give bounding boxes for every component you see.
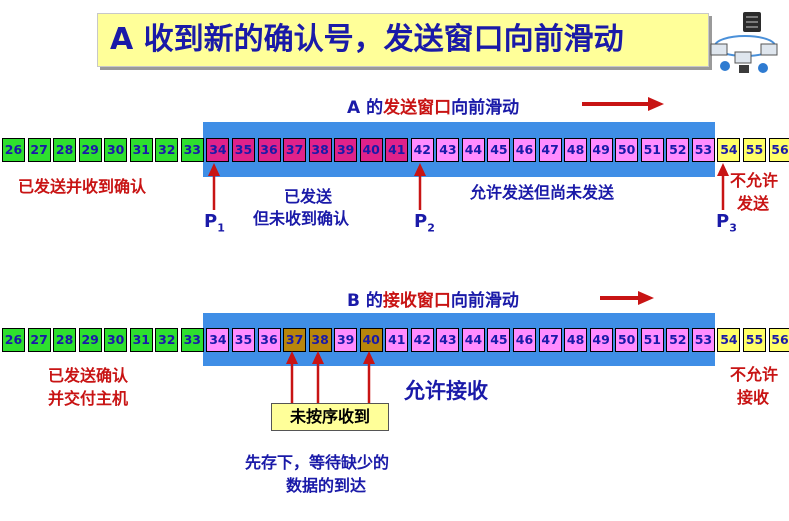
sender-heading-suffix: 向前滑动 xyxy=(451,98,520,118)
receiver-seq-28: 28 xyxy=(53,328,77,352)
sender-seq-53: 53 xyxy=(691,138,715,162)
pointer-p2-arrow xyxy=(414,163,426,210)
pointer-p1-label: P1 xyxy=(204,211,225,235)
receiver-seq-29: 29 xyxy=(78,328,102,352)
sender-seq-46: 46 xyxy=(513,138,536,162)
receiver-heading-highlight: 接收窗口 xyxy=(382,291,451,311)
pointer-p3-arrow xyxy=(717,163,729,210)
receiver-heading-prefix: B 的 xyxy=(347,291,383,311)
receiver-window-heading: B 的接收窗口向前滑动 xyxy=(347,286,519,311)
page-title: A 收到新的确认号，发送窗口向前滑动 xyxy=(97,13,709,67)
sender-seq-43: 43 xyxy=(436,138,460,162)
sender-seq-51: 51 xyxy=(640,138,664,162)
receiver-seq-41: 41 xyxy=(385,328,409,352)
receiver-seq-47: 47 xyxy=(538,328,562,352)
receiver-seq-52: 52 xyxy=(666,328,690,352)
sender-seq-34: 34 xyxy=(206,138,230,162)
sender-seq-37: 37 xyxy=(283,138,307,162)
receiver-seq-42: 42 xyxy=(410,328,434,352)
receiver-seq-53: 53 xyxy=(691,328,715,352)
out-of-order-arrow-38 xyxy=(312,351,324,403)
sender-seq-29: 29 xyxy=(78,138,102,162)
sender-seq-44: 44 xyxy=(461,138,485,162)
sender-allowed-label: 允许发送但尚未发送 xyxy=(470,183,615,202)
receiver-seq-46: 46 xyxy=(513,328,536,352)
sender-not-allowed-label-1: 不允许 xyxy=(730,171,779,190)
receiver-delivered-label-1: 已发送确认 xyxy=(48,366,129,385)
receiver-not-allowed-label-1: 不允许 xyxy=(730,365,779,384)
sender-seq-27: 27 xyxy=(27,138,51,162)
receiver-seq-45: 45 xyxy=(487,328,511,352)
receiver-seq-34: 34 xyxy=(206,328,230,352)
sender-seq-41: 41 xyxy=(385,138,409,162)
receiver-seq-33: 33 xyxy=(180,328,204,352)
sender-sent-label-1: 已发送 xyxy=(284,187,333,206)
receiver-seq-26: 26 xyxy=(2,328,25,352)
out-of-order-label: 未按序收到 xyxy=(271,403,389,431)
sender-seq-55: 55 xyxy=(743,138,766,162)
sender-seq-38: 38 xyxy=(308,138,332,162)
sender-seq-47: 47 xyxy=(538,138,562,162)
sender-acked-label: 已发送并收到确认 xyxy=(18,177,147,196)
out-of-order-arrow-40 xyxy=(363,351,375,403)
receiver-heading-suffix: 向前滑动 xyxy=(450,291,519,311)
receiver-seq-48: 48 xyxy=(564,328,588,352)
pointer-p2-label: P2 xyxy=(414,211,435,235)
sender-seq-45: 45 xyxy=(487,138,511,162)
sender-heading-highlight: 发送窗口 xyxy=(383,98,452,118)
sender-seq-30: 30 xyxy=(104,138,128,162)
sender-seq-48: 48 xyxy=(564,138,588,162)
sender-window-heading: A 的发送窗口向前滑动 xyxy=(347,93,519,118)
sender-sent-label-2: 但未收到确认 xyxy=(253,209,350,228)
receiver-seq-51: 51 xyxy=(640,328,664,352)
sender-seq-49: 49 xyxy=(589,138,613,162)
sender-seq-52: 52 xyxy=(666,138,690,162)
sender-not-allowed-label-2: 发送 xyxy=(737,194,770,213)
receiver-slide-arrow xyxy=(600,291,654,305)
receiver-seq-40: 40 xyxy=(359,328,383,352)
receiver-seq-43: 43 xyxy=(436,328,460,352)
receiver-not-allowed-label-2: 接收 xyxy=(737,388,770,407)
sender-seq-26: 26 xyxy=(2,138,25,162)
pointer-p1-arrow xyxy=(208,163,220,210)
sender-seq-39: 39 xyxy=(334,138,358,162)
sender-seq-33: 33 xyxy=(180,138,204,162)
sender-seq-31: 31 xyxy=(129,138,153,162)
sender-seq-32: 32 xyxy=(155,138,179,162)
receiver-seq-35: 35 xyxy=(232,328,255,352)
receiver-seq-49: 49 xyxy=(589,328,613,352)
sender-seq-54: 54 xyxy=(717,138,741,162)
sender-seq-40: 40 xyxy=(359,138,383,162)
receiver-seq-30: 30 xyxy=(104,328,128,352)
sender-slide-arrow xyxy=(582,97,664,111)
receiver-seq-44: 44 xyxy=(461,328,485,352)
receiver-seq-39: 39 xyxy=(334,328,358,352)
sender-seq-35: 35 xyxy=(232,138,255,162)
sender-seq-28: 28 xyxy=(53,138,77,162)
receiver-seq-27: 27 xyxy=(27,328,51,352)
receiver-seq-50: 50 xyxy=(615,328,639,352)
network-icon xyxy=(710,12,778,73)
buffer-note-line-2: 数据的到达 xyxy=(286,476,367,495)
receiver-seq-56: 56 xyxy=(768,328,789,352)
receiver-seq-31: 31 xyxy=(129,328,153,352)
pointer-p3-label: P3 xyxy=(716,211,737,235)
receiver-seq-38: 38 xyxy=(308,328,332,352)
receiver-seq-55: 55 xyxy=(743,328,766,352)
sender-seq-56: 56 xyxy=(768,138,789,162)
out-of-order-arrow-37 xyxy=(286,351,298,403)
receiver-delivered-label-2: 并交付主机 xyxy=(48,389,129,408)
sender-heading-prefix: A 的 xyxy=(347,98,384,118)
sender-seq-42: 42 xyxy=(410,138,434,162)
receiver-seq-54: 54 xyxy=(717,328,741,352)
receiver-allowed-label: 允许接收 xyxy=(404,379,488,403)
receiver-seq-37: 37 xyxy=(283,328,307,352)
sender-seq-50: 50 xyxy=(615,138,639,162)
receiver-seq-36: 36 xyxy=(257,328,281,352)
sender-seq-36: 36 xyxy=(257,138,281,162)
receiver-seq-32: 32 xyxy=(155,328,179,352)
buffer-note-line-1: 先存下，等待缺少的 xyxy=(245,453,390,472)
